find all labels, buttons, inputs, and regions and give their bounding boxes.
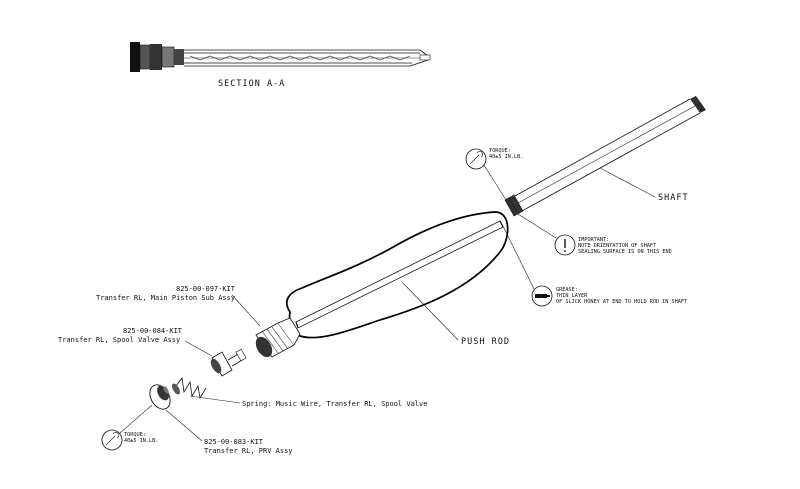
spool-valve-part-number: 825-00-084-KIT [123,327,183,335]
push-rod-label: PUSH ROD [461,337,510,347]
prv [149,384,171,410]
main-piston-description: Transfer RL, Main Piston Sub Assy [96,294,235,302]
torque-wrench-icon [101,404,153,451]
important-line-3: SEALING SURFACE IS ON THIS END [578,249,672,255]
main-piston [255,317,301,358]
main-piston-part-number: 825-00-097-KIT [176,285,236,293]
main-piston-leader [231,294,261,327]
grease-line-2: THIN LAYER [556,293,588,299]
grease-tube-icon [502,225,553,307]
prv-part-number: 825-00-083-KIT [204,438,264,446]
shaft-label: SHAFT [658,193,689,203]
spool-valve-leader [184,340,213,357]
shaft-leader [599,167,656,198]
spool-valve [210,348,247,377]
torque-bottom-value: 40±5 IN.LB. [124,438,158,444]
torque-top-title: TORQUE: [489,148,511,154]
spring-description: Spring: Music Wire, Transfer RL, Spool V… [242,400,427,408]
prv-description: Transfer RL, PRV Assy [204,447,293,455]
spring-leader [189,395,241,404]
spring [172,376,207,400]
important-exclamation-icon [517,213,576,256]
spool-valve-description: Transfer RL, Spool Valve Assy [58,336,180,344]
shaft [504,95,706,217]
torque-bottom-title: TORQUE: [124,432,146,438]
section-label: SECTION A-A [218,79,285,89]
important-line-1: IMPORTANT: [578,237,609,243]
grease-line-3: OF SLICK HONEY AT END TO HOLD ROD IN SHA… [556,299,687,305]
important-line-2: NOTE ORIENTATION OF SHAFT [578,243,656,249]
torque-top-value: 40±5 IN.LB. [489,154,523,160]
push-rod-leader [401,281,459,341]
grease-line-1: GREASE: [556,287,578,293]
push-rod [285,211,509,339]
prv-leader [165,409,203,442]
section-view [130,42,431,72]
torque-wrench-icon [465,148,507,201]
